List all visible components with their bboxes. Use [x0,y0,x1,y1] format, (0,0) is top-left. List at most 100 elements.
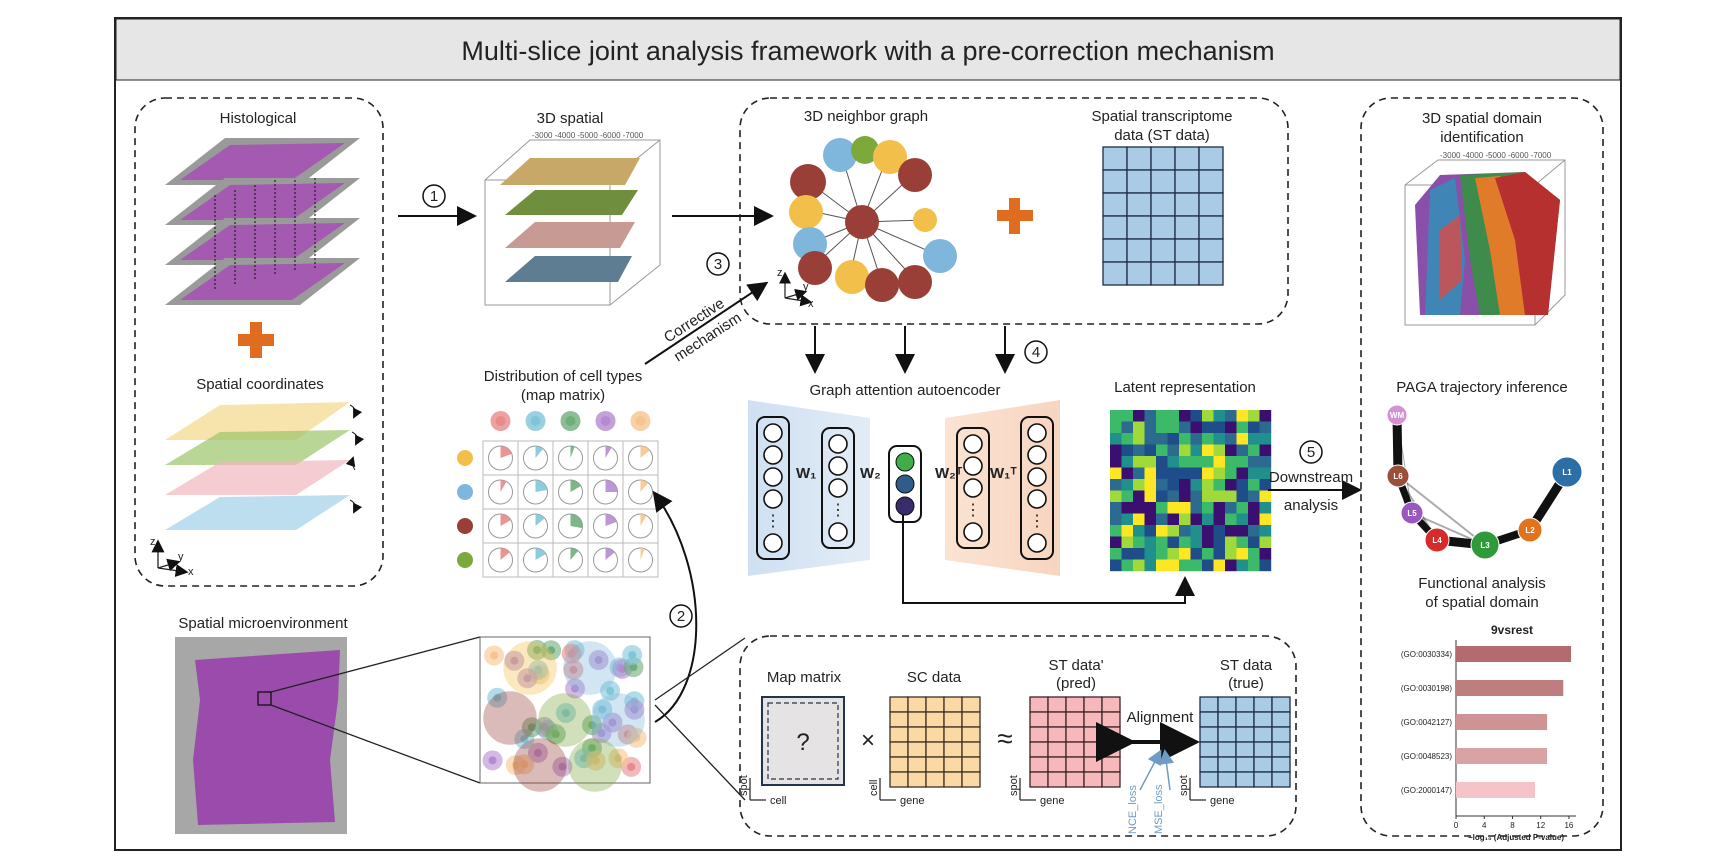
neuron [1027,423,1047,443]
grid-cell [943,711,963,728]
heatmap-cell [1133,410,1145,422]
pie-slice [640,548,645,560]
heatmap-cell [1236,410,1249,422]
micro-cell-core [551,730,560,739]
heatmap-cell [1248,559,1260,572]
heatmap-cell [1225,536,1237,549]
heatmap-cell [1167,467,1180,480]
pie-slice [605,446,612,458]
axis-label: cell [868,779,880,796]
pie-slice [570,480,581,492]
neuron [1027,445,1047,465]
heatmap-cell [1110,456,1122,468]
grid-cell [1253,711,1273,728]
latent-node [895,474,915,494]
heatmap-cell [1110,433,1122,445]
grid-cell [1126,215,1152,240]
st-pred-label-1: ST data' [1048,657,1103,674]
grid-cell [1235,696,1255,713]
heatmap-cell [1121,456,1134,468]
heatmap-cell [1213,513,1226,526]
step-5-number: 5 [1307,444,1315,461]
pie-slice [500,446,512,458]
grid-cell [1126,146,1152,171]
tick-label: 0 [1454,821,1459,830]
grid-cell [1198,169,1224,194]
grid-cell [1198,261,1224,286]
micro-cell-core [520,760,529,769]
heatmap-cell [1248,444,1260,457]
tick-label: 16 [1564,821,1573,830]
histological-label: Histological [220,110,297,127]
paga-node-label: L5 [1407,509,1417,518]
heatmap-cell [1190,525,1203,537]
spot-circle [538,693,592,747]
heatmap-cell [1236,421,1249,434]
grid-cell [889,726,909,743]
grid-cell [1126,192,1152,217]
step-3-number: 3 [714,256,722,273]
heatmap-cell [1259,513,1272,526]
micro-cell-core [598,705,607,714]
heatmap-cell [1121,536,1134,549]
heatmap-cell [1213,525,1226,537]
micro-cell-core [627,762,636,771]
heatmap-cell [1248,456,1260,468]
spot-circle [483,691,537,745]
grid-cell [907,696,927,713]
heatmap-cell [1213,502,1226,514]
grid-cell [1150,192,1176,217]
pie-slice [535,446,544,458]
heatmap-cell [1248,490,1260,503]
micro-cell-core [571,684,580,693]
grid-cell [1047,696,1067,713]
heatmap-cell [1225,513,1237,526]
grid-cell [1198,238,1224,263]
grid-cell [1174,192,1200,217]
grid-cell [1253,771,1273,788]
paga-label: PAGA trajectory inference [1396,379,1567,396]
heatmap-cell [1202,513,1214,526]
axis-label: gene [900,795,924,807]
heatmap-cell [1202,559,1214,572]
map-matrix-grid [457,411,659,578]
cell-type-icon-core [635,416,646,426]
microenv-label: Spatial microenvironment [178,615,348,632]
spot-circle [563,641,617,695]
micro-cell-core [534,666,543,675]
paga-node [1424,527,1450,553]
grid-cell [1235,711,1255,728]
heatmap-cell [1121,513,1134,526]
axis-icon-left: z y x [150,536,194,578]
heatmap-cell [1202,433,1214,445]
bar-label: (GO:2000147) [1401,786,1452,795]
heatmap-cell [1179,433,1191,445]
heatmap-cell [1144,444,1157,457]
heatmap-cell [1236,444,1249,457]
heatmap-cell [1202,525,1214,537]
heatmap-cell [1213,559,1226,572]
right-dashed-panel [1360,97,1604,837]
heatmap-cell [1121,444,1134,457]
heatmap-cell [1179,548,1191,560]
grid-cell [907,711,927,728]
grid-cell [943,756,963,773]
pie-slice [605,480,618,492]
grid-cell [1029,771,1049,788]
heatmap-cell [1259,467,1272,480]
layer-ellipsis: ⋮ [965,502,981,519]
heatmap-cell [1248,479,1260,491]
heatmap-cell [1121,559,1134,572]
heatmap-cell [1236,536,1249,549]
layer-ellipsis: ⋮ [830,502,846,519]
step-5-circle [1299,440,1323,464]
paga-node-label: L3 [1480,541,1490,550]
layer-ellipsis: ⋮ [765,513,781,530]
heatmap-cell [1259,548,1272,560]
micro-cell-core [594,656,603,665]
neuron [828,434,848,454]
heatmap-cell [1202,548,1214,560]
heatmap-cell [1236,490,1249,503]
grid-cell [1199,696,1219,713]
